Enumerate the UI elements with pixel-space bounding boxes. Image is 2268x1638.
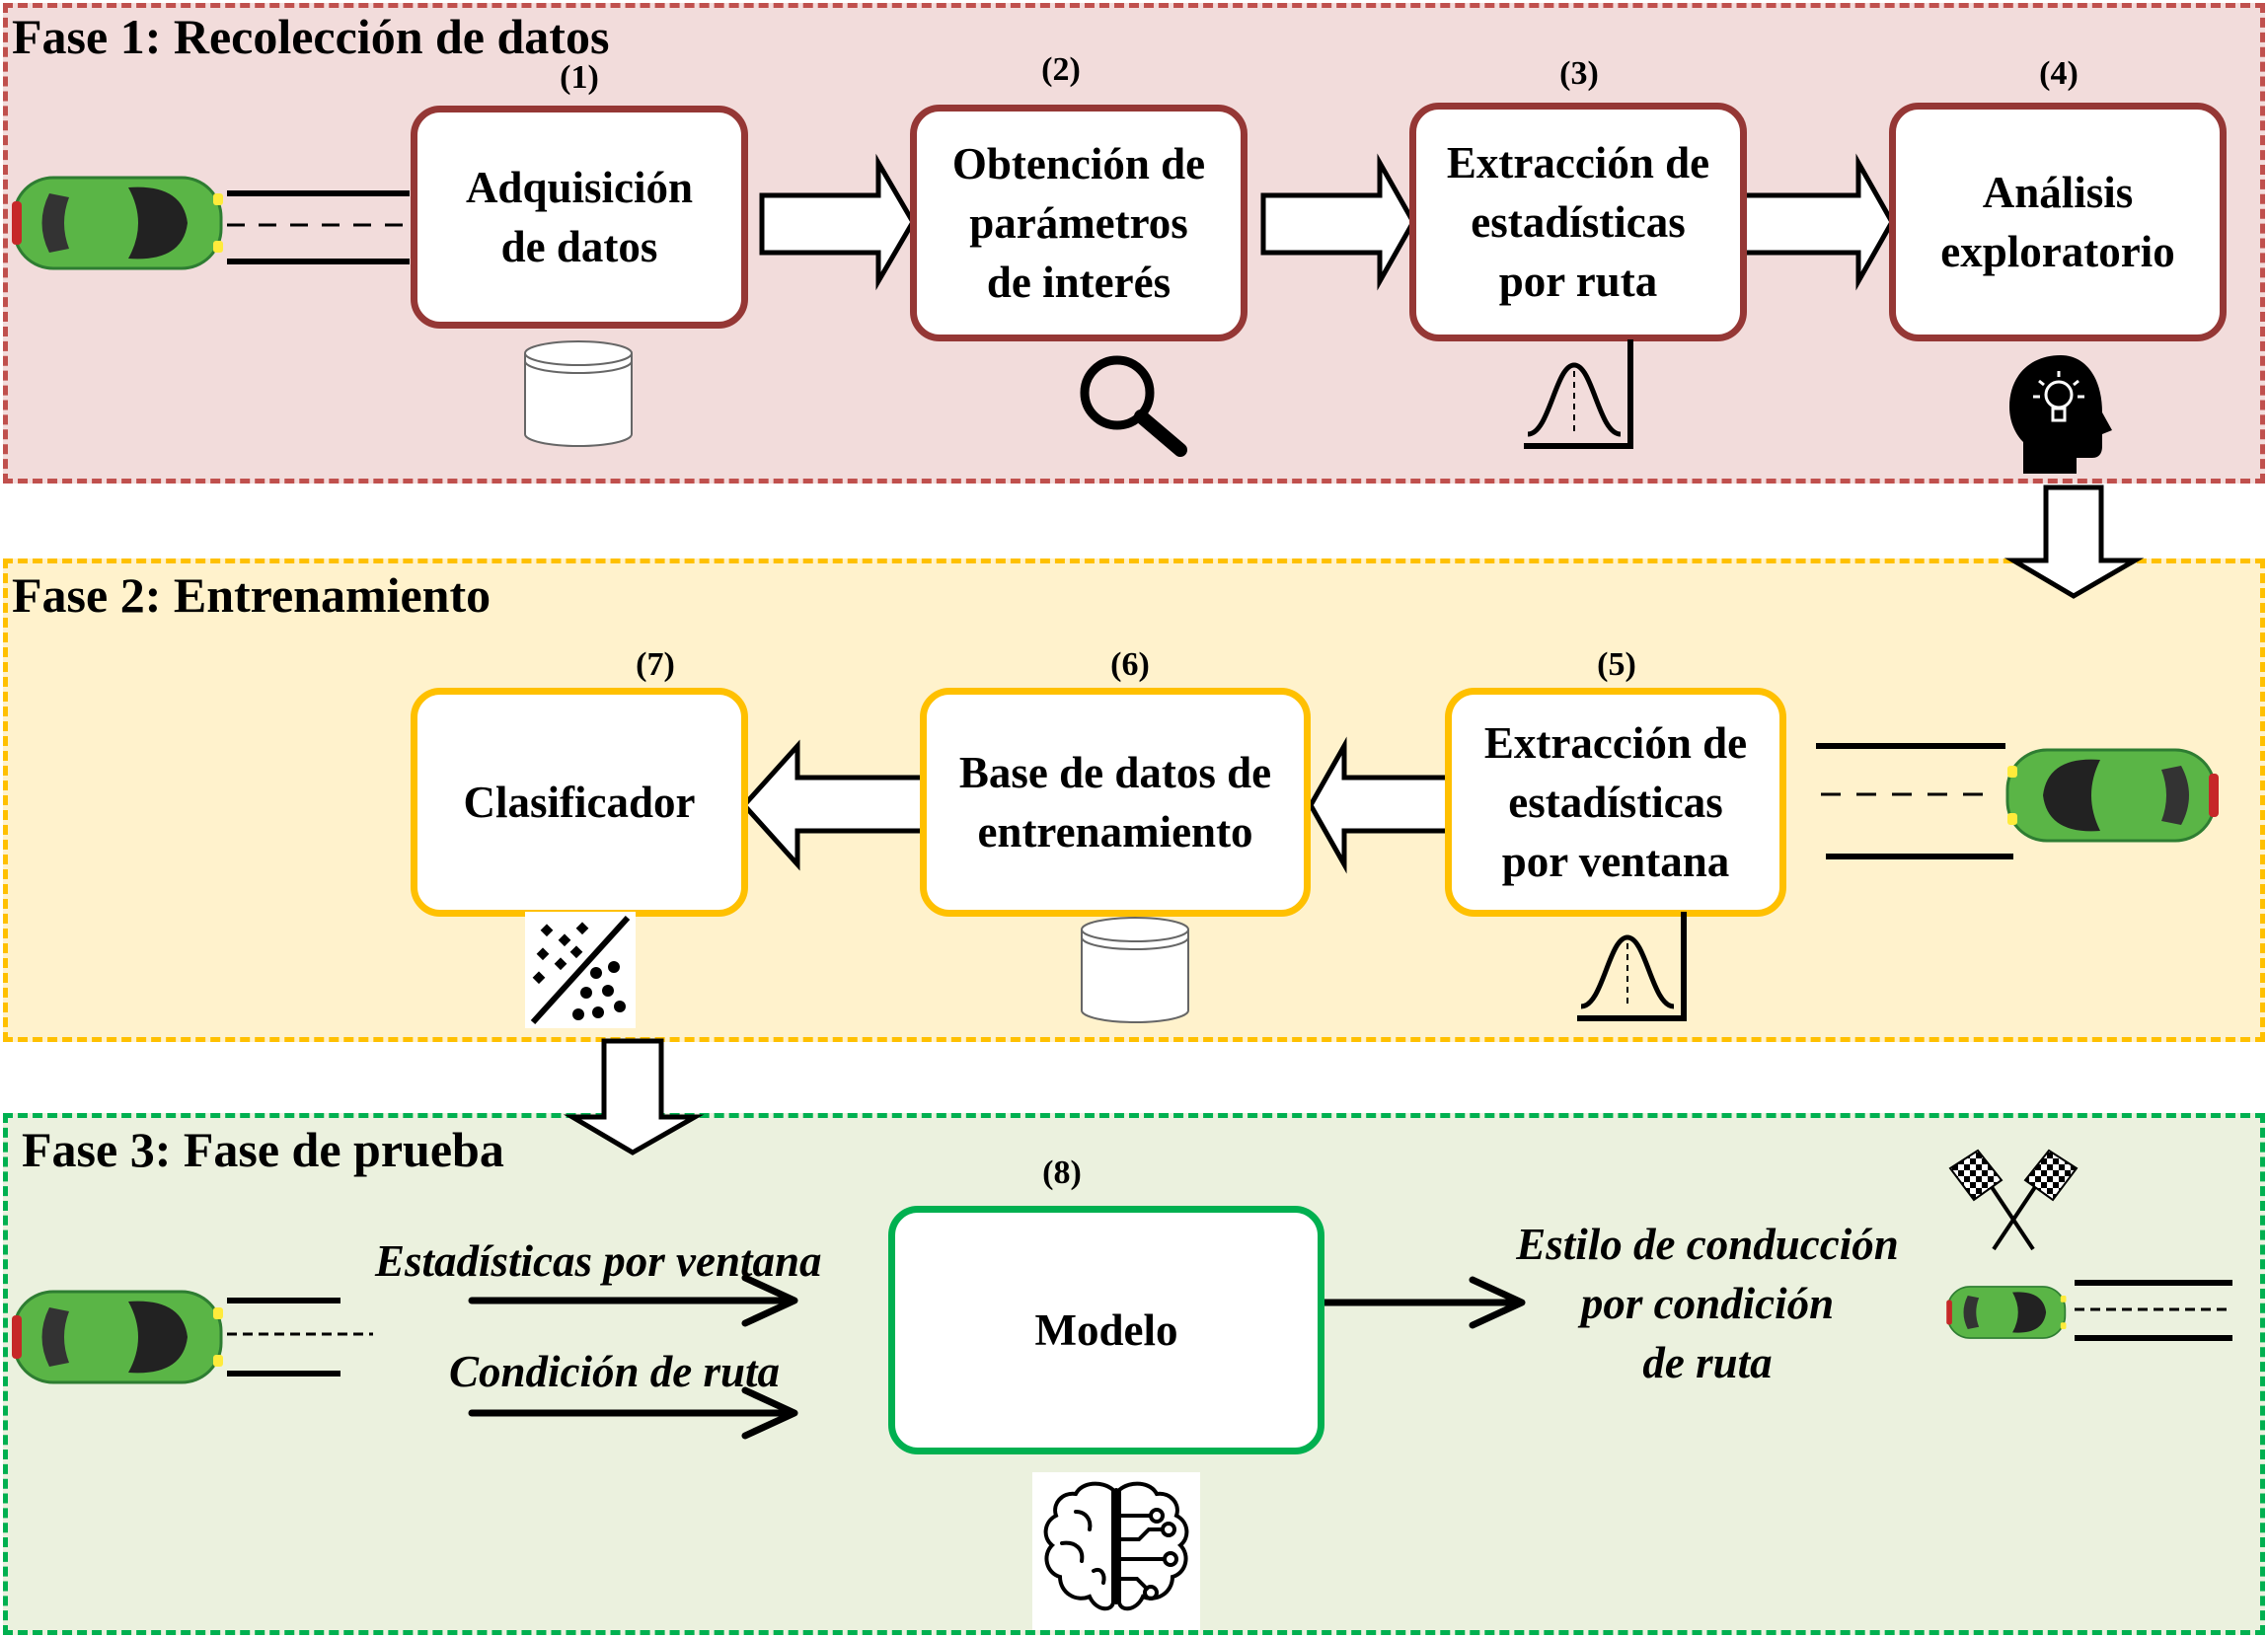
step-3-box: Extracción de estadísticas por ruta xyxy=(1409,103,1747,341)
car-icon xyxy=(2005,748,2219,843)
step-2-number: (2) xyxy=(1041,51,1081,88)
step-5-box: Extracción de estadísticas por ventana xyxy=(1445,688,1786,917)
scatter-classifier-icon xyxy=(525,912,636,1028)
step-4-label: Análisis exploratorio xyxy=(1940,168,2175,276)
step-2-label: Obtención de parámetros de interés xyxy=(951,139,1206,307)
database-icon xyxy=(1081,917,1189,1023)
step-5-label: Extracción de estadísticas por ventana xyxy=(1483,718,1748,886)
road-icon xyxy=(227,1298,373,1377)
arrow-phase2-to-phase3 xyxy=(563,1038,705,1155)
step-3-label: Extracción de estadísticas por ruta xyxy=(1446,138,1710,306)
step-8-box: Modelo xyxy=(888,1206,1324,1454)
car-icon xyxy=(12,176,223,270)
input-arrow-route-condition xyxy=(468,1386,798,1440)
input-arrow-statistics xyxy=(468,1274,798,1327)
phase-2-title: Fase 2: Entrenamiento xyxy=(12,567,491,623)
head-lightbulb-icon xyxy=(2009,355,2112,474)
step-7-number: (7) xyxy=(636,646,675,683)
step-3-number: (3) xyxy=(1559,55,1599,92)
step-2-box: Obtención de parámetros de interés xyxy=(910,105,1247,341)
road-icon xyxy=(1816,743,2013,859)
phase-3-title: Fase 3: Fase de prueba xyxy=(22,1122,504,1177)
step-1-label: Adquisición de datos xyxy=(465,163,694,271)
checkered-flags-icon xyxy=(1948,1149,2079,1251)
magnifier-icon xyxy=(1080,355,1187,457)
step-4-box: Análisis exploratorio xyxy=(1889,103,2227,341)
phase-1-title: Fase 1: Recolección de datos xyxy=(12,9,610,64)
arrow-1-to-2 xyxy=(759,153,916,291)
step-6-label: Base de datos de entrenamiento xyxy=(958,748,1272,856)
arrow-3-to-4 xyxy=(1741,153,1895,291)
step-1-box: Adquisición de datos xyxy=(411,106,748,329)
output-arrow xyxy=(1301,1276,1526,1329)
arrow-phase1-to-phase2 xyxy=(2003,484,2145,599)
step-4-number: (4) xyxy=(2039,55,2079,92)
arrow-5-to-6 xyxy=(1308,736,1451,874)
brain-circuit-icon xyxy=(1032,1472,1200,1630)
bell-curve-icon xyxy=(1577,912,1687,1021)
output-label: Estilo de conducción por condición de ru… xyxy=(1516,1220,1899,1387)
database-icon xyxy=(524,340,633,447)
step-8-label: Modelo xyxy=(1034,1305,1178,1355)
step-7-box: Clasificador xyxy=(411,688,748,917)
step-6-box: Base de datos de entrenamiento xyxy=(920,688,1311,917)
step-8-number: (8) xyxy=(1042,1154,1082,1191)
step-6-number: (6) xyxy=(1110,646,1150,683)
input-label-statistics: Estadísticas por ventana xyxy=(375,1236,822,1286)
road-icon xyxy=(227,190,410,264)
bell-curve-icon xyxy=(1524,339,1633,449)
step-5-number: (5) xyxy=(1597,646,1636,683)
car-icon xyxy=(12,1290,223,1384)
road-icon xyxy=(2075,1280,2232,1341)
step-1-number: (1) xyxy=(560,59,599,96)
car-icon xyxy=(1946,1286,2067,1339)
input-label-route-condition: Condición de ruta xyxy=(449,1347,781,1396)
arrow-2-to-3 xyxy=(1260,153,1416,291)
step-7-label: Clasificador xyxy=(463,778,696,827)
arrow-6-to-7 xyxy=(740,739,926,871)
